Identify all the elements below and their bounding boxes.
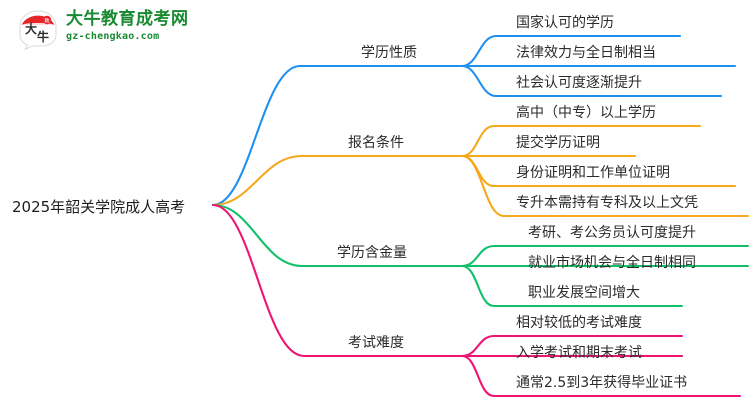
leaf-label-1-0[interactable]: 高中（中专）以上学历 bbox=[516, 105, 656, 121]
logo-brand-name: 大牛教育成考网 bbox=[66, 9, 189, 29]
leaf-label-2-1[interactable]: 就业市场机会与全日制相同 bbox=[528, 255, 696, 271]
leaf-label-1-1[interactable]: 提交学历证明 bbox=[516, 135, 600, 151]
logo-text-block: 大牛教育成考网 gz-chengkao.com bbox=[66, 9, 196, 44]
leaf-label-0-2[interactable]: 社会认可度逐渐提升 bbox=[516, 75, 642, 91]
leaf-label-2-0[interactable]: 考研、考公务员认可度提升 bbox=[528, 225, 696, 241]
branch-label-0[interactable]: 学历性质 bbox=[361, 45, 417, 61]
logo-brand-url: gz-chengkao.com bbox=[66, 31, 160, 42]
branch-label-2[interactable]: 学历含金量 bbox=[337, 245, 407, 261]
svg-text:大: 大 bbox=[25, 21, 37, 36]
leaf-label-3-1[interactable]: 入学考试和期末考试 bbox=[516, 345, 642, 361]
da-niu-logo-icon: 大 牛 教 bbox=[19, 10, 57, 50]
root-node-label[interactable]: 2025年韶关学院成人高考 bbox=[12, 198, 186, 216]
trunk-branch-1 bbox=[211, 154, 347, 207]
branch-label-1[interactable]: 报名条件 bbox=[348, 135, 404, 151]
trunk-branch-3 bbox=[211, 203, 347, 358]
site-logo[interactable]: 大 牛 教 大牛教育成考网 gz-chengkao.com bbox=[16, 6, 196, 52]
leaf-label-3-0[interactable]: 相对较低的考试难度 bbox=[516, 315, 642, 331]
leaf-label-1-3[interactable]: 专升本需持有专科及以上文凭 bbox=[516, 195, 698, 211]
svg-text:牛: 牛 bbox=[37, 29, 49, 44]
leaf-label-0-1[interactable]: 法律效力与全日制相当 bbox=[516, 45, 656, 61]
branch-label-3[interactable]: 考试难度 bbox=[348, 335, 404, 351]
leaf-label-2-2[interactable]: 职业发展空间增大 bbox=[528, 285, 640, 301]
leaf-label-3-2[interactable]: 通常2.5到3年获得毕业证书 bbox=[516, 375, 688, 391]
svg-text:教: 教 bbox=[44, 17, 49, 24]
leaf-label-0-0[interactable]: 国家认可的学历 bbox=[516, 15, 614, 31]
trunk-branch-2 bbox=[211, 203, 336, 268]
leaf-label-1-2[interactable]: 身份证明和工作单位证明 bbox=[516, 165, 670, 181]
trunk-branch-0 bbox=[211, 64, 360, 207]
